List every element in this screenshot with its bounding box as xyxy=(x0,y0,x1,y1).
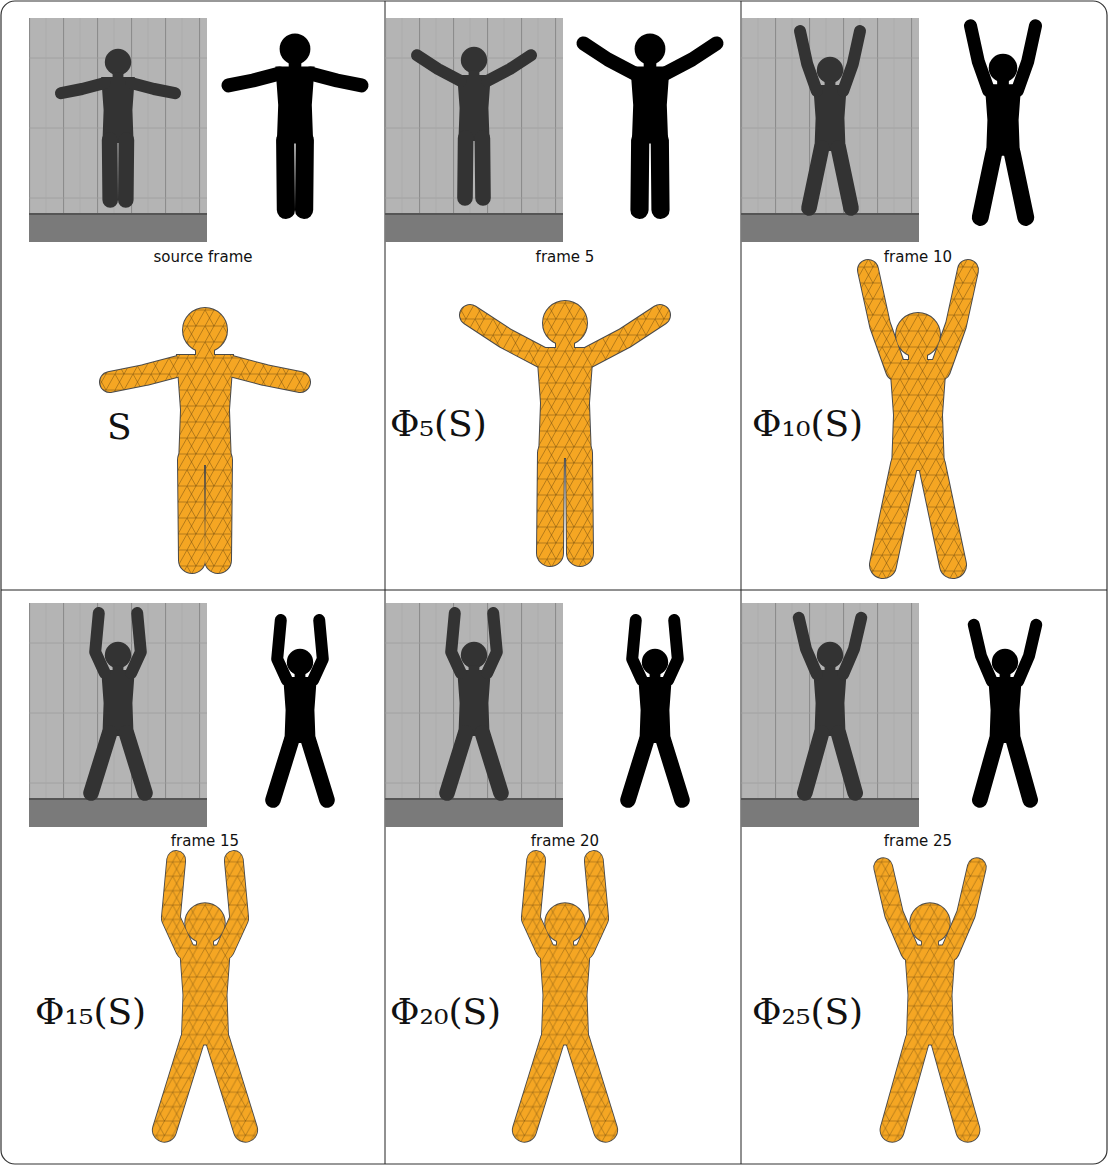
frame-caption: frame 5 xyxy=(536,248,595,266)
silhouette-masks xyxy=(229,26,1037,800)
deformed-shape-symbol: Φ₁₀(S) xyxy=(752,402,863,445)
frame-caption: source frame xyxy=(153,248,252,266)
grid-line xyxy=(1,590,1107,591)
frame-caption: frame 15 xyxy=(171,832,239,850)
frame-caption: frame 10 xyxy=(884,248,952,266)
frame-caption: frame 20 xyxy=(531,832,599,850)
deformed-shape-symbol: Φ₁₅(S) xyxy=(35,990,146,1033)
frame-caption: frame 25 xyxy=(884,832,952,850)
deformed-shape-symbol: Φ₂₀(S) xyxy=(390,990,501,1033)
deformed-shape-symbol: Φ₂₅(S) xyxy=(752,990,863,1033)
video-frame-photos xyxy=(29,18,919,827)
deformed-shape-symbol: Φ₅(S) xyxy=(390,402,487,445)
triangle-meshes xyxy=(110,270,977,1130)
shape-symbol: S xyxy=(107,405,132,448)
